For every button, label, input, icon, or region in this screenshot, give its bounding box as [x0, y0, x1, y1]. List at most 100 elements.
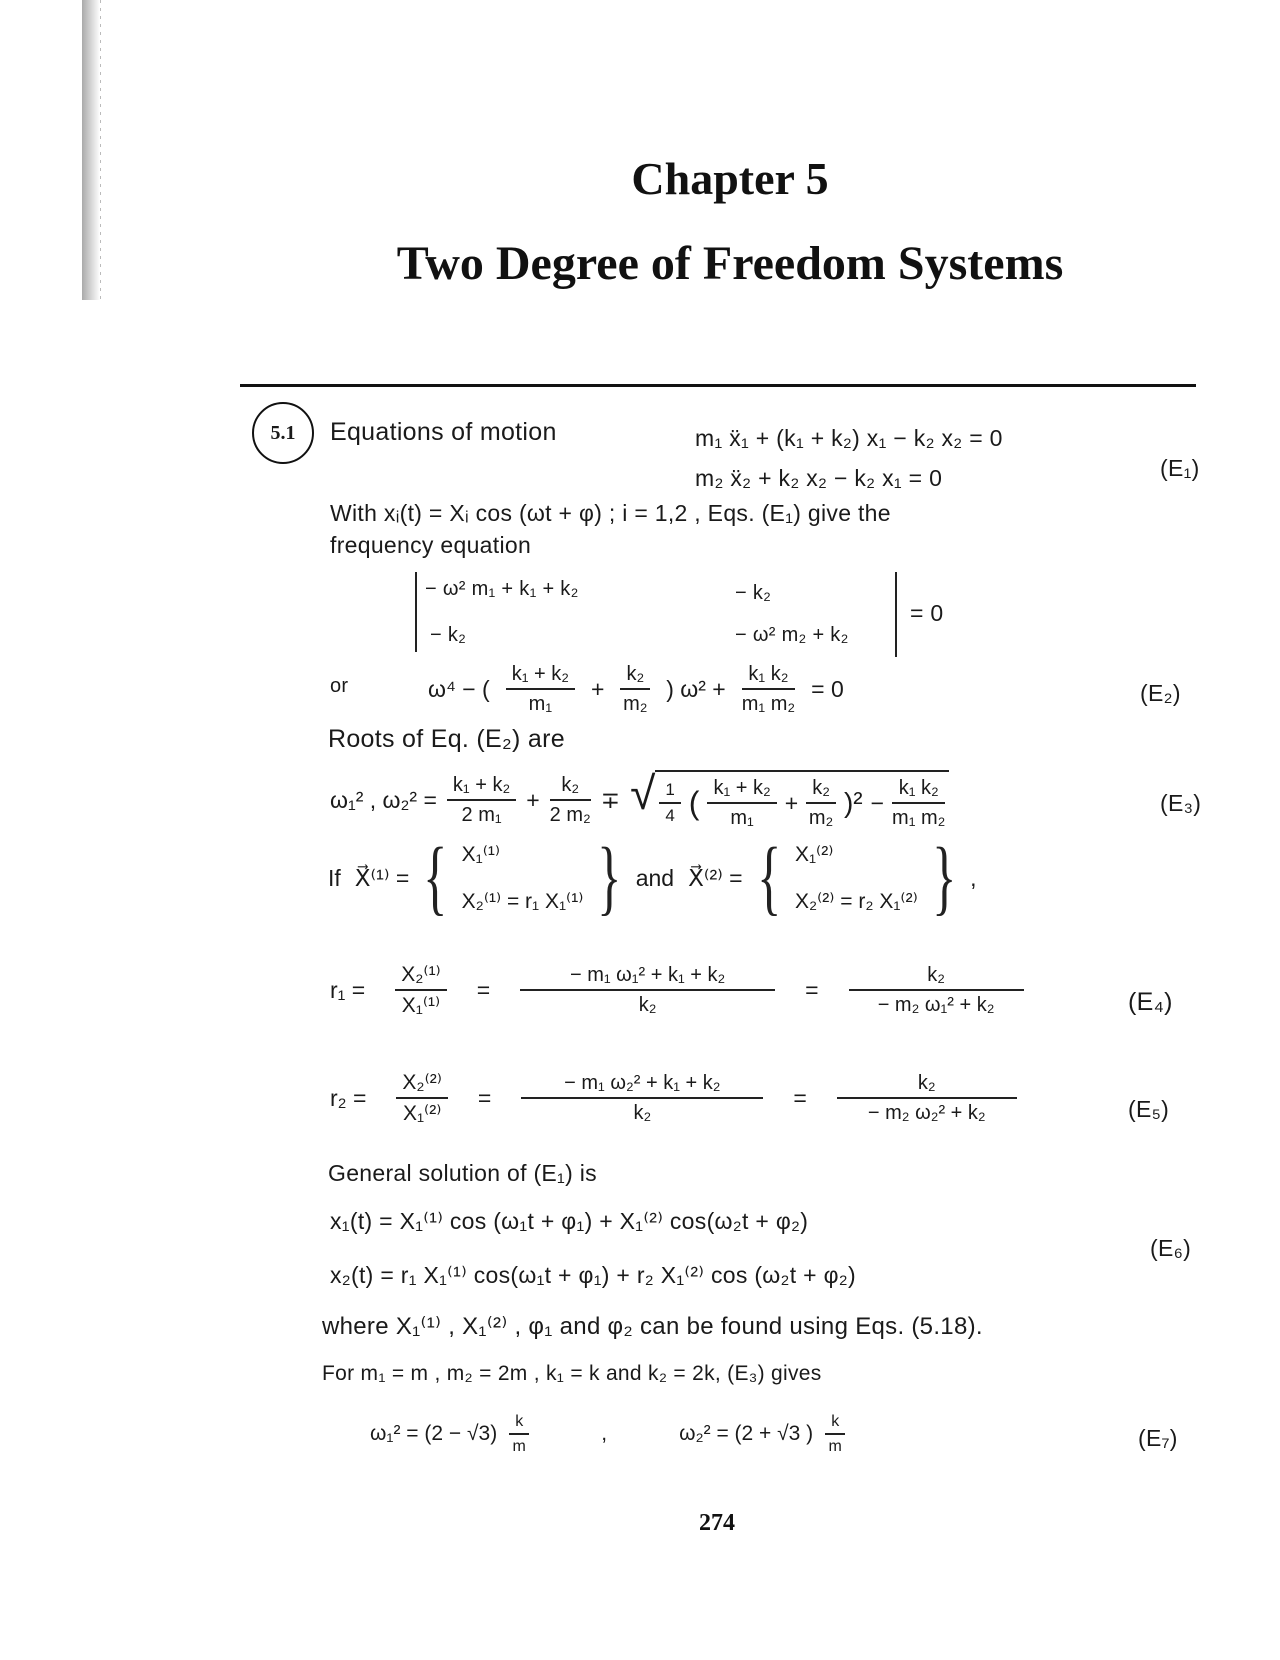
e5-lhs: r₂ =	[330, 1084, 367, 1111]
det-rhs: = 0	[910, 600, 944, 626]
brace-close-2: }	[931, 831, 956, 924]
e2-plus: +	[591, 675, 605, 702]
numerator: k₂	[836, 1071, 1017, 1100]
denominator: 2 m₂	[549, 804, 591, 826]
e2-rhs: = 0	[811, 675, 844, 702]
tag-e5: (E₅)	[1128, 1096, 1170, 1122]
e4-eq1: =	[476, 976, 491, 1003]
e7-separator: ,	[601, 1422, 608, 1446]
or-label: or	[330, 675, 349, 697]
numerator: k	[825, 1412, 846, 1436]
e4-lhs: r₁ =	[330, 976, 366, 1003]
e3-lhs: ω₁² , ω₂² =	[330, 786, 437, 813]
e3-frac-g1: k₁ + k₂ m₁	[707, 776, 777, 830]
roots-line: Roots of Eq. (E₂) are	[328, 725, 565, 753]
sqrt-icon: √	[630, 767, 656, 819]
problem-heading: Equations of motion	[330, 418, 557, 446]
denominator: − m₂ ω₁² + k₂	[877, 994, 995, 1017]
vec-x2-entries: X₁⁽²⁾ X₂⁽²⁾ = r₂ X₁⁽²⁾	[795, 842, 918, 914]
denominator: m₁ m₂	[892, 807, 946, 829]
vec-x1-label: X⃗⁽¹⁾ =	[354, 864, 410, 891]
det-a21: − k₂	[430, 624, 467, 646]
vector-row: If X⃗⁽¹⁾ = { X₁⁽¹⁾ X₂⁽¹⁾ = r₁ X₁⁽¹⁾ } an…	[328, 836, 976, 920]
scan-edge	[82, 0, 100, 300]
numerator: k₁ + k₂	[446, 773, 517, 801]
vec-x1-entries: X₁⁽¹⁾ X₂⁽¹⁾ = r₁ X₁⁽¹⁾	[462, 842, 584, 914]
general-solution-line: General solution of (E₁) is	[328, 1160, 597, 1186]
tag-e2: (E₂)	[1140, 680, 1181, 706]
denominator: k₂	[638, 994, 657, 1017]
problem-number: 5.1	[252, 402, 314, 464]
numerator: k₁ + k₂	[707, 776, 777, 804]
numerator: X₂⁽¹⁾	[395, 962, 447, 992]
numerator: k₂	[848, 963, 1024, 992]
numerator: k₁ k₂	[741, 662, 796, 690]
tag-e7: (E₇)	[1138, 1425, 1178, 1451]
tag-e1: (E₁)	[1160, 455, 1200, 481]
e4-frac-1: X₂⁽¹⁾X₁⁽¹⁾	[395, 962, 447, 1018]
denominator: m₁	[730, 807, 754, 829]
determinant-left-bar	[415, 572, 417, 652]
numerator: k₂	[620, 662, 651, 690]
e4-eq2: =	[805, 976, 819, 1003]
e2-mid: ) ω² +	[666, 675, 726, 702]
vec-comma: ,	[970, 864, 977, 891]
denominator: X₁⁽²⁾	[402, 1102, 442, 1126]
det-a22: − ω² m₂ + k₂	[735, 624, 849, 646]
vec-x2-top: X₁⁽²⁾	[794, 843, 834, 866]
eom-1: m₁ ẍ₁ + (k₁ + k₂) x₁ − k₂ x₂ = 0	[695, 425, 1003, 451]
det-a11: − ω² m₁ + k₁ + k₂	[425, 578, 579, 600]
denominator: m	[828, 1438, 842, 1456]
vec-x1-top: X₁⁽¹⁾	[461, 843, 501, 866]
numerator: 1	[659, 780, 681, 804]
denominator: m	[512, 1438, 526, 1456]
chapter-title: Two Degree of Freedom Systems	[396, 237, 1064, 290]
determinant-right-bar	[895, 572, 897, 657]
if-label: If	[328, 864, 341, 891]
e5-eq1: =	[477, 1084, 492, 1111]
denominator: k₂	[633, 1102, 652, 1125]
denominator: m₁	[528, 693, 553, 715]
brace-close-1: }	[597, 831, 622, 924]
e3-paren-close: )²	[843, 787, 863, 818]
e7-omega2: ω₂² = (2 + √3 )	[679, 1422, 814, 1446]
e5-eq2: =	[793, 1084, 807, 1111]
denominator: 4	[665, 806, 675, 825]
e2-lead: ω⁴ − (	[428, 675, 490, 702]
vec-x2-bottom: X₂⁽²⁾ = r₂ X₁⁽²⁾	[794, 890, 918, 913]
page-number: 274	[699, 1510, 735, 1536]
x2-solution: x₂(t) = r₁ X₁⁽¹⁾ cos(ω₁t + φ₁) + r₂ X₁⁽²…	[330, 1262, 856, 1288]
e3-gplus: +	[784, 789, 799, 816]
with-line: With xᵢ(t) = Xᵢ cos (ωt + φ) ; i = 1,2 ,…	[330, 500, 891, 526]
e3-plus: +	[526, 786, 540, 813]
numerator: − m₁ ω₂² + k₁ + k₂	[521, 1071, 764, 1100]
numerator: k₂	[806, 776, 836, 804]
for-line: For m₁ = m , m₂ = 2m , k₁ = k and k₂ = 2…	[322, 1362, 822, 1385]
where-line: where X₁⁽¹⁾ , X₁⁽²⁾ , φ₁ and φ₂ can be f…	[322, 1313, 983, 1340]
tag-e4: (E₄)	[1128, 988, 1173, 1016]
e3-minus: −	[870, 789, 885, 816]
det-a12: − k₂	[735, 582, 772, 604]
e4-frac-3: k₂− m₂ ω₁² + k₂	[848, 963, 1024, 1017]
tag-e6: (E₆)	[1150, 1235, 1192, 1261]
e5-frac-1: X₂⁽²⁾X₁⁽²⁾	[396, 1070, 448, 1126]
denominator: 2 m₁	[461, 804, 502, 826]
denominator: − m₂ ω₂² + k₂	[867, 1102, 986, 1125]
title-rule	[240, 384, 1196, 387]
denominator: X₁⁽¹⁾	[401, 994, 441, 1018]
tag-e3: (E₃)	[1160, 790, 1202, 816]
